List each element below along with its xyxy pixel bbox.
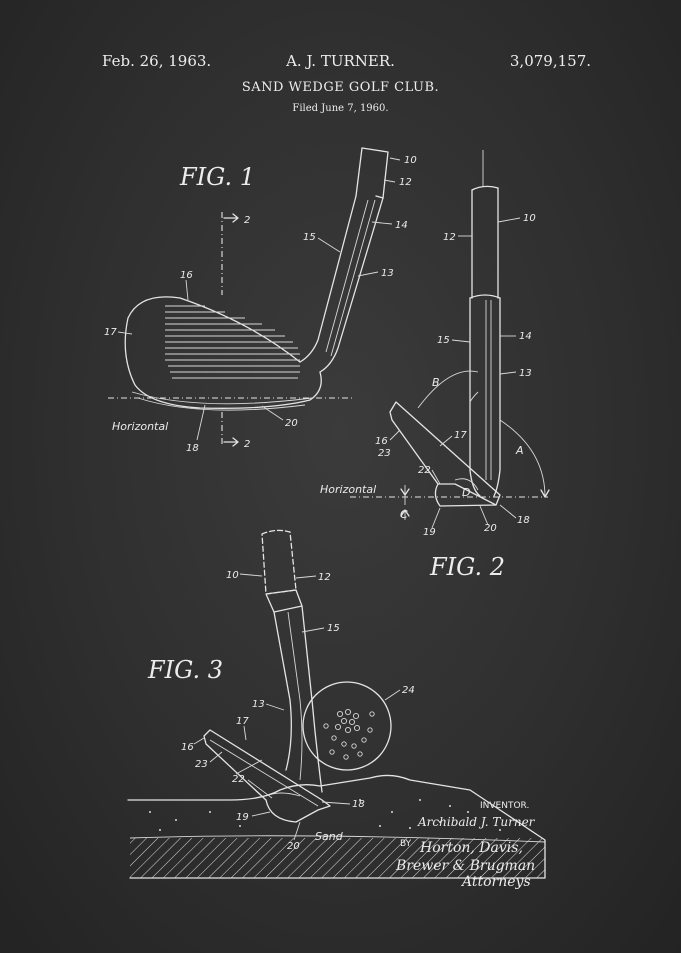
fig2-angle-c: C <box>400 508 408 521</box>
fig3-hosel-left <box>273 611 292 771</box>
fig3-ref-20: 20 <box>287 841 300 852</box>
sand-label: Sand <box>315 830 344 843</box>
fig2-ref-15: 15 <box>437 335 450 346</box>
fig2-ref-18: 18 <box>517 515 530 526</box>
fig2-hosel <box>469 297 481 497</box>
figure-2: FIG. 2 Horizontal A B <box>320 150 550 581</box>
fig2-ref-13: 13 <box>519 368 532 379</box>
sand-dots <box>149 799 501 831</box>
attorney-signature-line1: Horton, Davis, <box>419 840 523 856</box>
fig1-section-mark-top: 2 <box>244 215 250 226</box>
fig2-ref-17: 17 <box>454 430 467 441</box>
fig1-hosel-right <box>319 197 384 373</box>
inventor-header: A. J. TURNER. <box>286 52 395 70</box>
fig2-horizontal-label: Horizontal <box>320 483 376 496</box>
figure-3: FIG. 3 <box>127 529 546 879</box>
fig2-ref-10: 10 <box>523 213 536 224</box>
patent-number: 3,079,157. <box>509 52 591 70</box>
fig2-blade-section <box>389 401 501 507</box>
fig1-horizontal-label: Horizontal <box>112 420 168 433</box>
fig3-ref-24: 24 <box>402 685 415 696</box>
fig2-ref-23: 23 <box>378 448 391 459</box>
by-label: BY <box>400 839 412 849</box>
fig1-ref-20: 20 <box>285 418 298 429</box>
fig3-shaft-dashed <box>261 529 297 595</box>
patent-title: SAND WEDGE GOLF CLUB. <box>241 80 440 95</box>
fig1-ref-16: 16 <box>180 270 193 281</box>
fig3-ref-19: 19 <box>236 812 249 823</box>
filed-date: Filed June 7, 1960. <box>292 103 389 114</box>
fig2-angle-a: A <box>515 444 524 457</box>
fig3-ref-22: 22 <box>232 774 245 785</box>
figure-1: FIG. 1 <box>104 147 417 454</box>
fig3-ref-17: 17 <box>236 716 249 727</box>
fig2-ref-19: 19 <box>423 527 436 538</box>
fig1-ref-13: 13 <box>381 268 394 279</box>
fig1-shaft-top <box>361 147 389 199</box>
fig1-ref-14: 14 <box>395 220 408 231</box>
fig2-ref-16: 16 <box>375 436 388 447</box>
golf-ball-dimples <box>323 708 375 760</box>
fig2-ref-20: 20 <box>484 523 497 534</box>
inventor-signature-name: Archibald J. Turner <box>417 815 536 829</box>
fig3-label: FIG. 3 <box>147 656 223 684</box>
fig3-ref-13: 13 <box>252 699 265 710</box>
fig1-ref-10: 10 <box>404 155 417 166</box>
signature-block: INVENTOR. Archibald J. Turner BY Horton,… <box>395 801 536 890</box>
fig3-hosel-right <box>301 605 323 793</box>
fig1-section-mark-bottom: 2 <box>244 439 250 450</box>
fig2-angle-b-arc <box>417 370 479 409</box>
attorney-signature-line2: Brewer & Brugman <box>395 858 535 874</box>
fig1-ref-12: 12 <box>399 177 412 188</box>
fig1-ref-18: 18 <box>186 443 199 454</box>
patent-date: Feb. 26, 1963. <box>102 52 212 70</box>
fig1-hosel-left <box>299 195 357 363</box>
fig2-ref-12: 12 <box>443 232 456 243</box>
fig3-ref-15: 15 <box>327 623 340 634</box>
fig1-ref-15: 15 <box>303 232 316 243</box>
fig1-ref-17: 17 <box>104 327 117 338</box>
fig1-label: FIG. 1 <box>179 163 255 191</box>
fig2-label: FIG. 2 <box>429 553 505 581</box>
fig3-ref-12: 12 <box>318 572 331 583</box>
fig3-club-head <box>203 729 331 823</box>
sand-hatching <box>130 838 545 878</box>
fig2-angle-d: D <box>462 486 470 499</box>
attorneys-label: Attorneys <box>460 874 531 890</box>
fig2-ref-22: 22 <box>418 465 431 476</box>
inventor-heading: INVENTOR. <box>480 801 529 811</box>
sand-surface <box>127 774 546 879</box>
fig1-grooves <box>165 305 300 379</box>
fig2-ref-14: 14 <box>519 331 532 342</box>
fig2-angle-a-arc <box>499 419 546 498</box>
fig3-ref-23: 23 <box>195 759 208 770</box>
fig3-ref-18: 18 <box>352 799 365 810</box>
fig1-club-head <box>124 296 322 409</box>
golf-ball <box>302 681 392 771</box>
fig3-ref-10: 10 <box>226 570 239 581</box>
fig2-angle-b: B <box>432 376 440 389</box>
fig3-ref-16: 16 <box>181 742 194 753</box>
